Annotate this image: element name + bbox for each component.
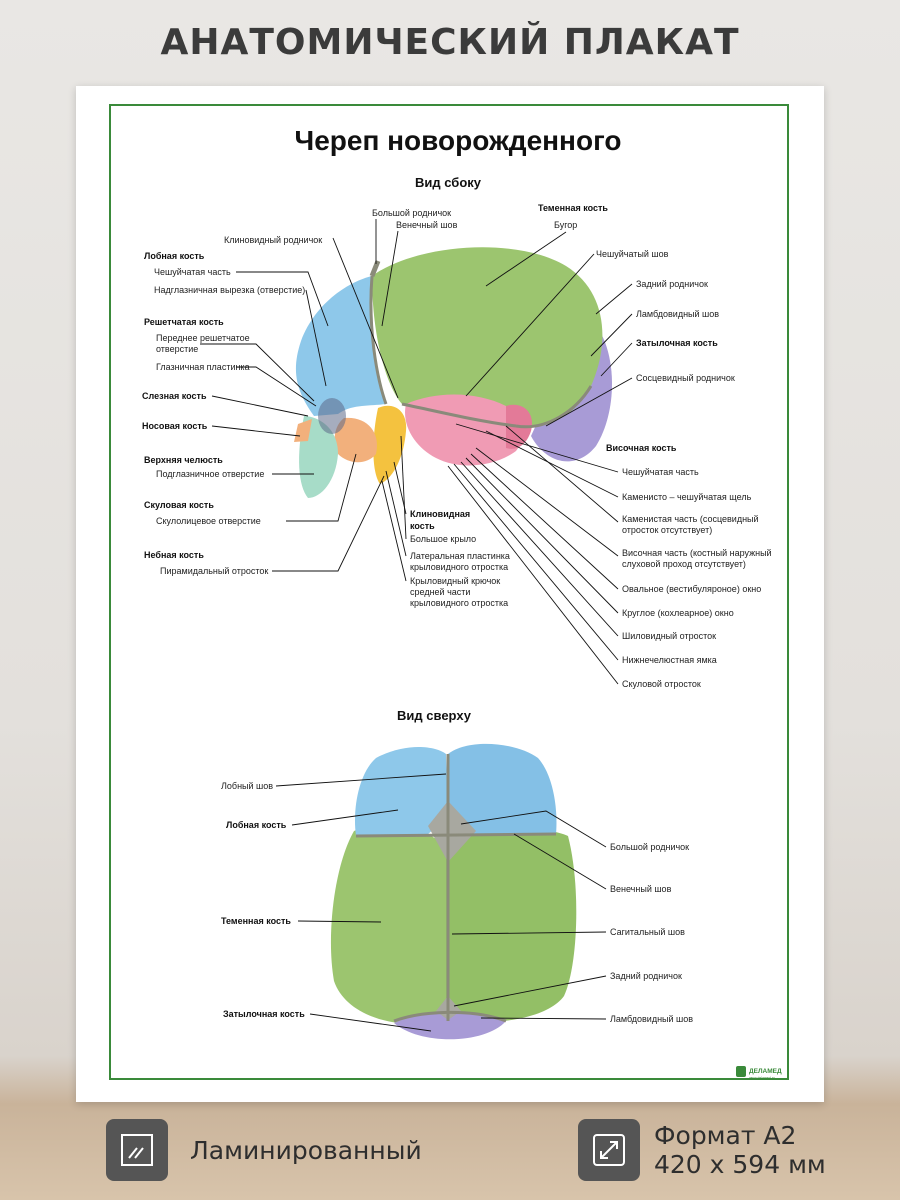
svg-text:Большой родничок: Большой родничок (610, 842, 689, 852)
svg-text:отверстие: отверстие (156, 344, 198, 354)
laminate-icon (106, 1119, 168, 1181)
svg-text:средней части: средней части (410, 587, 470, 597)
side-view-top-labels: Клиновидный родничок Большой родничок Ве… (224, 203, 608, 245)
svg-text:Височная кость: Височная кость (606, 443, 677, 453)
side-view-center-labels: Клиновидная кость Большое крыло Латераль… (410, 509, 510, 608)
svg-text:Ламбдовидный шов: Ламбдовидный шов (610, 1014, 693, 1024)
anterior-fontanelle-top (428, 801, 476, 862)
parietal-right-top (446, 827, 577, 1023)
parietal-left-top (330, 824, 446, 1025)
side-view-center-leaders (381, 435, 407, 582)
top-view-left-labels: Лобный шов Лобная кость Теменная кость З… (221, 781, 305, 1019)
svg-text:Каменистая часть (сосцевидный: Каменистая часть (сосцевидный (622, 514, 759, 524)
svg-text:Крыловидный крючок: Крыловидный крючок (410, 576, 500, 586)
svg-text:Ламбдовидный шов: Ламбдовидный шов (636, 309, 719, 319)
side-view-heading: Вид сбоку (415, 175, 482, 190)
svg-text:Венечный шов: Венечный шов (396, 220, 458, 230)
poster-artwork: Череп новорожденного Вид сбоку (142, 125, 782, 1080)
side-view-left-labels: Лобная кость Чешуйчатая часть Надглазнич… (142, 251, 305, 576)
svg-text:Слезная кость: Слезная кость (142, 391, 207, 401)
svg-text:Пирамидальный отросток: Пирамидальный отросток (160, 566, 268, 576)
side-view-left-leaders (200, 271, 385, 572)
sphenoid-bone-side (373, 405, 407, 484)
svg-text:Чешуйчатая часть: Чешуйчатая часть (154, 267, 231, 277)
svg-text:крыловидного отростка: крыловидного отростка (410, 598, 508, 608)
svg-text:крыловидного отростка: крыловидного отростка (410, 562, 508, 572)
poster-frame (109, 104, 789, 1080)
svg-text:Носовая кость: Носовая кость (142, 421, 208, 431)
svg-text:отросток отсутствует): отросток отсутствует) (622, 525, 712, 535)
poster-banner: АНАТОМИЧЕСКИЙ ПЛАКАТ (160, 22, 740, 63)
svg-text:Скуловая кость: Скуловая кость (144, 500, 214, 510)
resize-arrows-icon (578, 1119, 640, 1181)
svg-text:Височная часть (костный наружн: Височная часть (костный наружный (622, 548, 772, 558)
svg-text:www.delamed.ru: www.delamed.ru (749, 1076, 775, 1080)
svg-text:Задний родничок: Задний родничок (610, 971, 682, 981)
svg-text:Лобная кость: Лобная кость (144, 251, 205, 261)
svg-text:Большой родничок: Большой родничок (372, 208, 451, 218)
top-view-right-labels: Большой родничок Венечный шов Сагитальны… (610, 842, 693, 1024)
side-view-skull (294, 247, 613, 498)
top-view-heading: Вид сверху (397, 708, 472, 723)
svg-text:слуховой проход отсутствует): слуховой проход отсутствует) (622, 559, 746, 569)
svg-text:Венечный шов: Венечный шов (610, 884, 672, 894)
svg-text:Лобная кость: Лобная кость (226, 820, 287, 830)
poster-sheet: Череп новорожденного Вид сбоку (76, 86, 824, 1102)
parietal-bone-side (372, 247, 603, 427)
format-line1: Формат А2 (654, 1121, 797, 1150)
svg-text:Бугор: Бугор (554, 220, 577, 230)
laminated-label: Ламинированный (190, 1135, 422, 1165)
svg-text:Затылочная кость: Затылочная кость (223, 1009, 305, 1019)
side-view-top-leaders (332, 219, 567, 399)
svg-text:Шиловидный отросток: Шиловидный отросток (622, 631, 716, 641)
brand-logo: ДЕЛАМЕД www.delamed.ru (736, 1066, 782, 1080)
svg-text:Небная кость: Небная кость (144, 550, 204, 560)
zygomatic-bone-side (334, 417, 377, 463)
svg-text:Скуловой отросток: Скуловой отросток (622, 679, 701, 689)
feature-laminated: Ламинированный (106, 1118, 422, 1182)
svg-text:ДЕЛАМЕД: ДЕЛАМЕД (749, 1068, 782, 1075)
svg-text:Теменная кость: Теменная кость (538, 203, 608, 213)
svg-text:Сагитальный шов: Сагитальный шов (610, 927, 685, 937)
frontal-left-top (354, 747, 448, 836)
svg-text:Латеральная пластинка: Латеральная пластинка (410, 551, 510, 561)
svg-text:Сосцевидный родничок: Сосцевидный родничок (636, 373, 735, 383)
top-view-right-leaders (451, 810, 607, 1020)
svg-text:Подглазничное отверстие: Подглазничное отверстие (156, 469, 264, 479)
orbit-side (318, 398, 346, 434)
svg-text:Затылочная кость: Затылочная кость (636, 338, 718, 348)
frontal-bone-side (295, 276, 386, 416)
svg-text:Надглазничная вырезка (отверст: Надглазничная вырезка (отверстие) (154, 285, 305, 295)
svg-text:Верхняя челюсть: Верхняя челюсть (144, 455, 223, 465)
svg-text:Большое крыло: Большое крыло (410, 534, 476, 544)
side-view-right-leaders (447, 253, 633, 685)
svg-text:Теменная кость: Теменная кость (221, 916, 291, 926)
top-view-left-leaders (275, 773, 447, 1032)
format-line2: 420 х 594 мм (654, 1150, 826, 1179)
feature-format: Формат А2 420 х 594 мм (578, 1118, 826, 1182)
svg-text:Переднее решетчатое: Переднее решетчатое (156, 333, 250, 343)
svg-text:Скулолицевое отверстие: Скулолицевое отверстие (156, 516, 261, 526)
frontal-right-top (448, 743, 557, 836)
svg-text:Решетчатая кость: Решетчатая кость (144, 317, 224, 327)
format-label: Формат А2 420 х 594 мм (654, 1121, 826, 1179)
svg-text:Задний родничок: Задний родничок (636, 279, 708, 289)
svg-text:Чешуйчатый шов: Чешуйчатый шов (596, 249, 669, 259)
occipital-top (394, 1012, 506, 1040)
svg-text:Каменисто – чешуйчатая щель: Каменисто – чешуйчатая щель (622, 492, 752, 502)
svg-text:кость: кость (410, 521, 435, 531)
svg-text:Клиновидная: Клиновидная (410, 509, 470, 519)
svg-text:Овальное (вестибуляроное) окно: Овальное (вестибуляроное) окно (622, 584, 761, 594)
svg-text:Глазничная пластинка: Глазничная пластинка (156, 362, 250, 372)
side-view-right-labels: Чешуйчатый шов Задний родничок Ламбдовид… (596, 249, 772, 689)
svg-text:Круглое (кохлеарное) окно: Круглое (кохлеарное) окно (622, 608, 734, 618)
svg-text:Лобный шов: Лобный шов (221, 781, 273, 791)
poster-title: Череп новорожденного (295, 125, 622, 156)
svg-text:Нижнечелюстная ямка: Нижнечелюстная ямка (622, 655, 717, 665)
svg-text:Чешуйчатая часть: Чешуйчатая часть (622, 467, 699, 477)
top-view-skull (330, 743, 577, 1040)
svg-text:Клиновидный родничок: Клиновидный родничок (224, 235, 322, 245)
